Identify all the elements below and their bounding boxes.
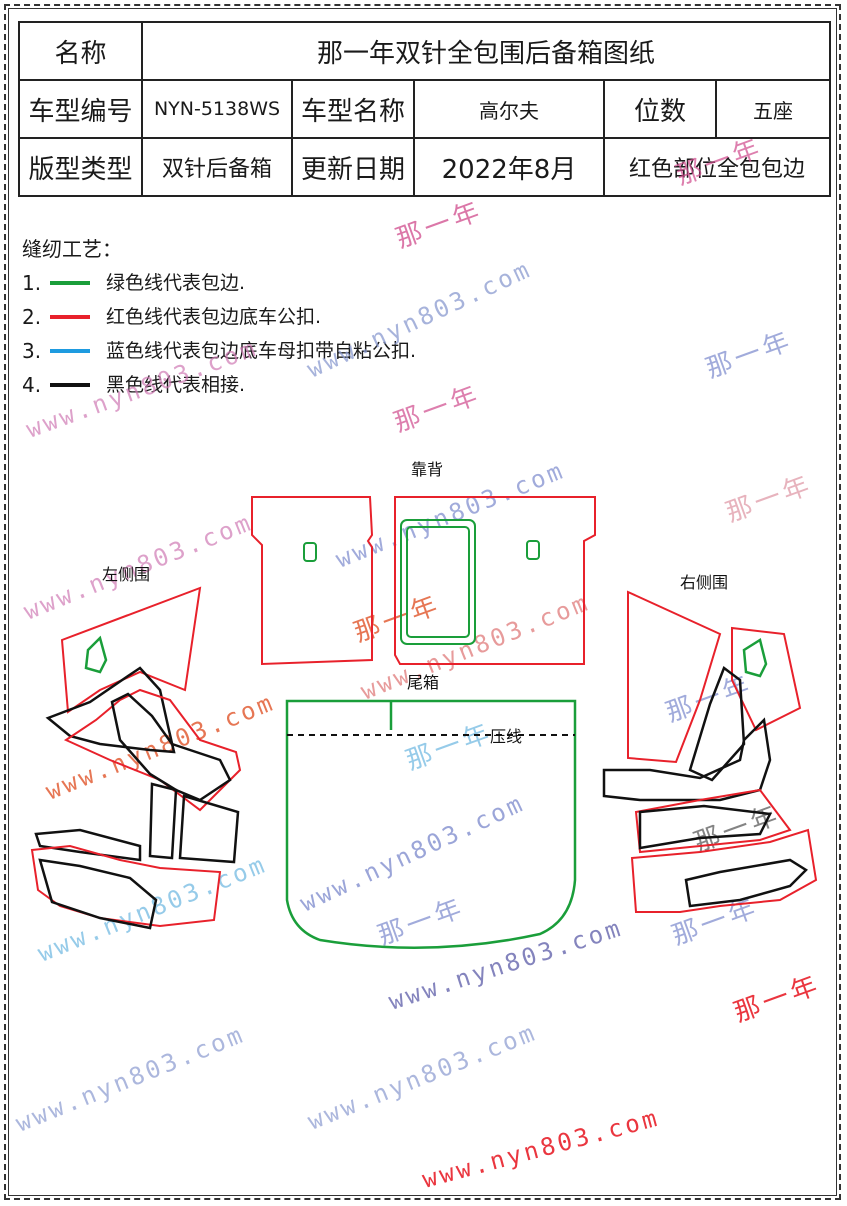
watermark-url: www.nyn803.com (12, 1020, 249, 1137)
watermark-brand: 那一年 (390, 380, 485, 439)
watermark-brand: 那一年 (392, 196, 487, 255)
legend-text: 绿色线代表包边. (106, 272, 246, 294)
legend-item-red: 2. 红色线代表包边底车公扣. (22, 300, 416, 334)
left-side-main-panel (63, 688, 242, 812)
left-side-lower-panel (34, 828, 142, 862)
left-side-vent (84, 635, 108, 674)
name-label: 名称 (18, 21, 143, 81)
blue-line-swatch (50, 349, 90, 353)
spec-row-name: 名称 那一年双针全包围后备箱图纸 (18, 21, 832, 81)
legend-item-black: 4. 黑色线代表相接. (22, 368, 416, 402)
watermark-url: www.nyn803.com (22, 334, 261, 444)
watermark-brand: 那一年 (702, 326, 797, 385)
back-window-inner (406, 526, 470, 638)
back-window-outer (400, 519, 476, 645)
watermark-brand: 那一年 (730, 970, 825, 1029)
watermark-brand: 那一年 (350, 590, 445, 649)
right-side-bottom-inner (684, 858, 808, 908)
sewing-process: 缝纫工艺： 1. 绿色线代表包边. 2. 红色线代表包边底车公扣. 3. 蓝色线… (22, 232, 416, 402)
watermark-brand: 那一年 (374, 893, 469, 952)
spec-table: 名称 那一年双针全包围后备箱图纸 车型编号 NYN-5138WS 车型名称 高尔… (18, 21, 832, 197)
pattern-type-label: 版型类型 (18, 137, 143, 197)
left-side-inner-3 (178, 794, 240, 864)
green-line-swatch (50, 281, 90, 285)
legend-num: 4. (22, 373, 42, 397)
label-press-line: 压线 (490, 727, 522, 746)
legend-num: 2. (22, 305, 42, 329)
watermark-url: www.nyn803.com (419, 1104, 662, 1194)
pattern-type-value: 双针后备箱 (141, 137, 293, 197)
watermark-brand: 那一年 (672, 133, 767, 192)
note-value: 红色部位全包包边 (602, 137, 832, 197)
black-line-swatch (50, 383, 90, 387)
right-side-lower-panel (634, 788, 792, 854)
left-side-inner-1 (110, 692, 232, 802)
left-side-inner-2 (148, 782, 178, 860)
watermark-url: www.nyn803.com (296, 789, 529, 918)
seats-label: 位数 (603, 79, 717, 139)
right-side-upper-panel (731, 626, 802, 732)
name-value: 那一年双针全包围后备箱图纸 (140, 21, 832, 81)
back-left-panel (251, 496, 374, 666)
watermark-url: www.nyn803.com (332, 456, 569, 573)
left-side-bottom-inner (38, 858, 158, 930)
legend-text: 蓝色线代表包边底车母扣带自粘公扣. (106, 340, 417, 362)
update-date-value: 2022年8月 (413, 137, 605, 197)
legend-num: 1. (22, 271, 42, 295)
model-name-label: 车型名称 (291, 79, 415, 139)
sewing-process-title: 缝纫工艺： (22, 237, 122, 261)
watermark-brand: 那一年 (722, 470, 817, 529)
back-left-slot (303, 542, 317, 562)
left-side-mid-panel (45, 666, 176, 754)
legend-num: 3. (22, 339, 42, 363)
watermark-brand: 那一年 (668, 893, 763, 952)
page-border (4, 4, 841, 1200)
red-line-swatch (50, 315, 90, 319)
right-side-top-panel (627, 590, 722, 764)
right-side-lower-inner (638, 804, 772, 850)
watermark-url: www.nyn803.com (304, 1018, 541, 1135)
spec-row-model: 车型编号 NYN-5138WS 车型名称 高尔夫 位数 五座 (18, 79, 832, 139)
label-trunk: 尾箱 (407, 673, 439, 692)
right-side-bottom-panel (630, 828, 818, 913)
right-side-mid-panel (688, 666, 746, 782)
watermark-url: www.nyn803.com (303, 255, 536, 384)
legend-text: 黑色线代表相接. (106, 374, 246, 396)
right-side-vent (742, 638, 768, 678)
model-name-value: 高尔夫 (413, 79, 605, 139)
left-side-top-panel (60, 586, 202, 714)
legend-item-green: 1. 绿色线代表包边. (22, 266, 416, 300)
watermark-brand: 那一年 (402, 718, 497, 777)
right-side-main-panel (602, 717, 772, 802)
seats-value: 五座 (714, 79, 832, 139)
back-right-panel (394, 496, 596, 665)
trunk-floor-panel (285, 699, 577, 949)
back-right-slot (526, 540, 540, 560)
label-right-side: 右侧围 (680, 573, 728, 592)
legend-item-blue: 3. 蓝色线代表包边底车母扣带自粘公扣. (22, 334, 416, 368)
watermark-brand: 那一年 (690, 800, 785, 859)
legend-text: 红色线代表包边底车公扣. (106, 306, 322, 328)
update-date-label: 更新日期 (291, 137, 415, 197)
model-code-label: 车型编号 (18, 79, 143, 139)
label-left-side: 左侧围 (102, 565, 150, 584)
spec-row-type: 版型类型 双针后备箱 更新日期 2022年8月 红色部位全包包边 (18, 137, 832, 197)
label-back: 靠背 (411, 460, 443, 479)
model-code-value: NYN-5138WS (141, 79, 293, 139)
